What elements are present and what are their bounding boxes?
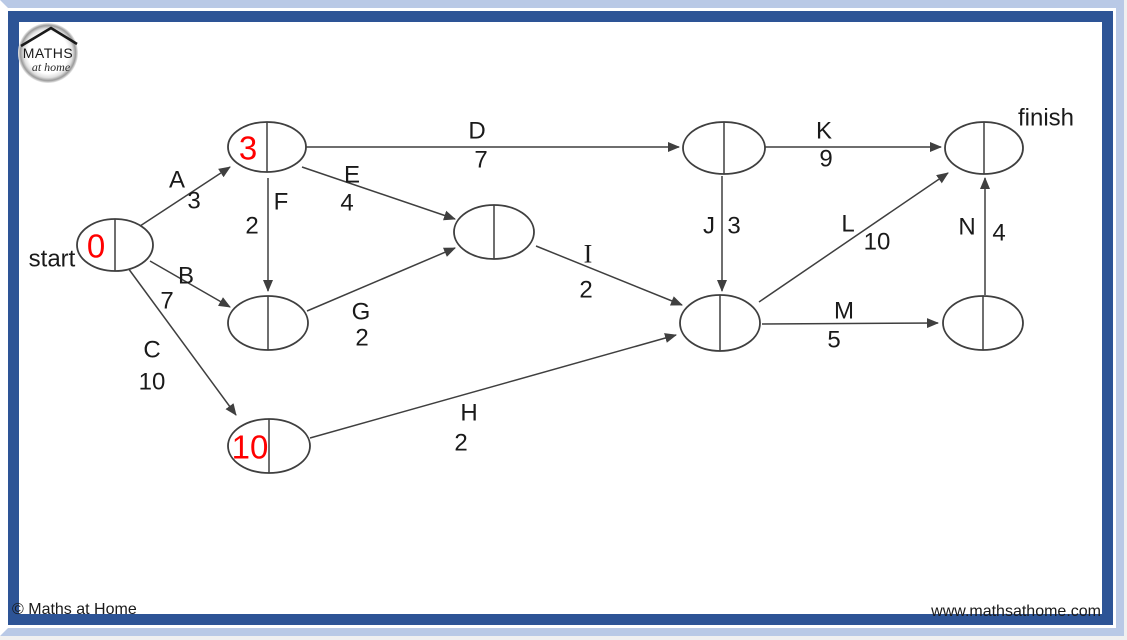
edge-H-duration: 2 xyxy=(454,430,467,457)
inner-frame xyxy=(8,11,1113,625)
edge-G-label: G xyxy=(352,299,371,326)
edge-E-duration: 4 xyxy=(340,190,353,217)
edge-G-arrow xyxy=(306,247,456,312)
node-event-10 xyxy=(227,418,311,474)
copyright-text: © Maths at Home xyxy=(12,601,137,618)
node-start xyxy=(76,218,154,272)
edge-I-arrow xyxy=(535,245,683,306)
node-event-10-value: 10 xyxy=(232,429,269,466)
edge-C-arrow xyxy=(127,267,237,416)
edge-F-label: F xyxy=(274,189,289,216)
edge-I-duration: 2 xyxy=(579,277,592,304)
edge-K-label: K xyxy=(816,118,832,145)
edge-H-arrow xyxy=(309,333,677,439)
nodes xyxy=(76,121,1024,474)
edge-B-arrow xyxy=(149,260,231,308)
node-event-m xyxy=(942,295,1024,351)
node-event-mid xyxy=(453,204,535,260)
edge-N-label: N xyxy=(958,214,975,241)
edge-M-duration: 5 xyxy=(827,327,840,354)
edge-M-label: M xyxy=(834,298,854,325)
edge-M-arrow xyxy=(761,318,939,329)
edge-D-duration: 7 xyxy=(474,147,487,174)
edge-G-duration: 2 xyxy=(355,325,368,352)
edge-A-arrow xyxy=(136,166,231,229)
logo-roof-icon xyxy=(20,26,78,48)
edge-B-duration: 7 xyxy=(160,288,173,315)
edge-J-duration: 3 xyxy=(727,213,740,240)
edge-E-label: E xyxy=(344,162,360,189)
edge-E-arrow xyxy=(301,166,456,221)
node-event-3-value: 3 xyxy=(239,130,257,167)
edge-D-label: D xyxy=(468,118,485,145)
edge-C-duration: 10 xyxy=(139,369,166,396)
node-event-b xyxy=(227,295,309,351)
edge-A-label: A xyxy=(169,167,185,194)
node-event-j xyxy=(679,294,761,352)
node-finish xyxy=(944,121,1024,175)
edges xyxy=(127,142,990,439)
edge-K-duration: 9 xyxy=(819,146,832,173)
edge-C-label: C xyxy=(143,337,160,364)
edge-L-label: L xyxy=(841,211,854,238)
edge-J-label: J xyxy=(703,213,715,240)
logo-text-at-home: at home xyxy=(32,60,71,74)
edge-L-arrow xyxy=(758,172,949,303)
edge-A-duration: 3 xyxy=(187,188,200,215)
node-event-3 xyxy=(227,121,307,173)
edge-I-label: I xyxy=(584,240,593,269)
maths-at-home-logo: MATHS at home xyxy=(18,23,78,83)
edge-F-duration: 2 xyxy=(245,213,258,240)
node-event-d xyxy=(682,121,766,175)
edge-L-duration: 10 xyxy=(864,229,891,256)
edge-B-label: B xyxy=(178,263,194,290)
edge-H-label: H xyxy=(460,400,477,427)
logo-text-maths: MATHS xyxy=(23,45,73,61)
edge-N-duration: 4 xyxy=(992,220,1005,247)
start-label: start xyxy=(29,246,76,273)
finish-label: finish xyxy=(1018,105,1074,132)
node-start-value: 0 xyxy=(87,228,105,265)
website-url: www.mathsathome.com xyxy=(931,603,1101,620)
